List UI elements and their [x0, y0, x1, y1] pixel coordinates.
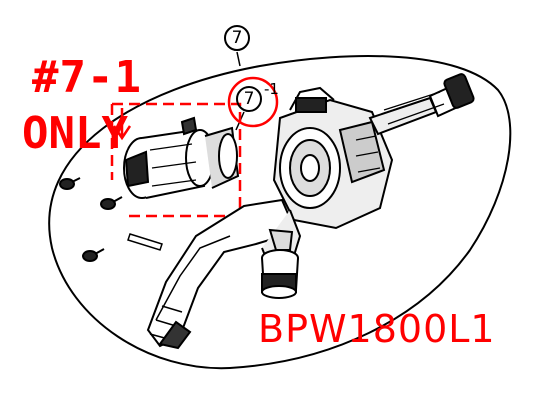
screw-3: [82, 248, 105, 262]
pump-body: [272, 86, 394, 230]
screw-1: [59, 177, 81, 190]
motor-part: [123, 116, 240, 199]
part-number-label: #7-1: [32, 52, 142, 103]
highlight-circle: [227, 76, 279, 128]
leader-line-7: [236, 51, 241, 67]
model-number-label: BPW1800L1: [258, 307, 496, 351]
inlet-fitting: [261, 228, 299, 299]
callout-7: 7: [224, 25, 250, 51]
spray-rod: [368, 73, 475, 136]
highlight-box: [110, 102, 242, 218]
callout-7-1: 7: [236, 86, 262, 112]
assembly-outline: [48, 55, 512, 370]
screw-2: [100, 196, 123, 210]
pin: [127, 233, 163, 251]
only-label: ONLY: [22, 108, 128, 159]
highlight-arrow: [112, 108, 132, 141]
callout-7-1-suffix: -1: [264, 80, 279, 98]
